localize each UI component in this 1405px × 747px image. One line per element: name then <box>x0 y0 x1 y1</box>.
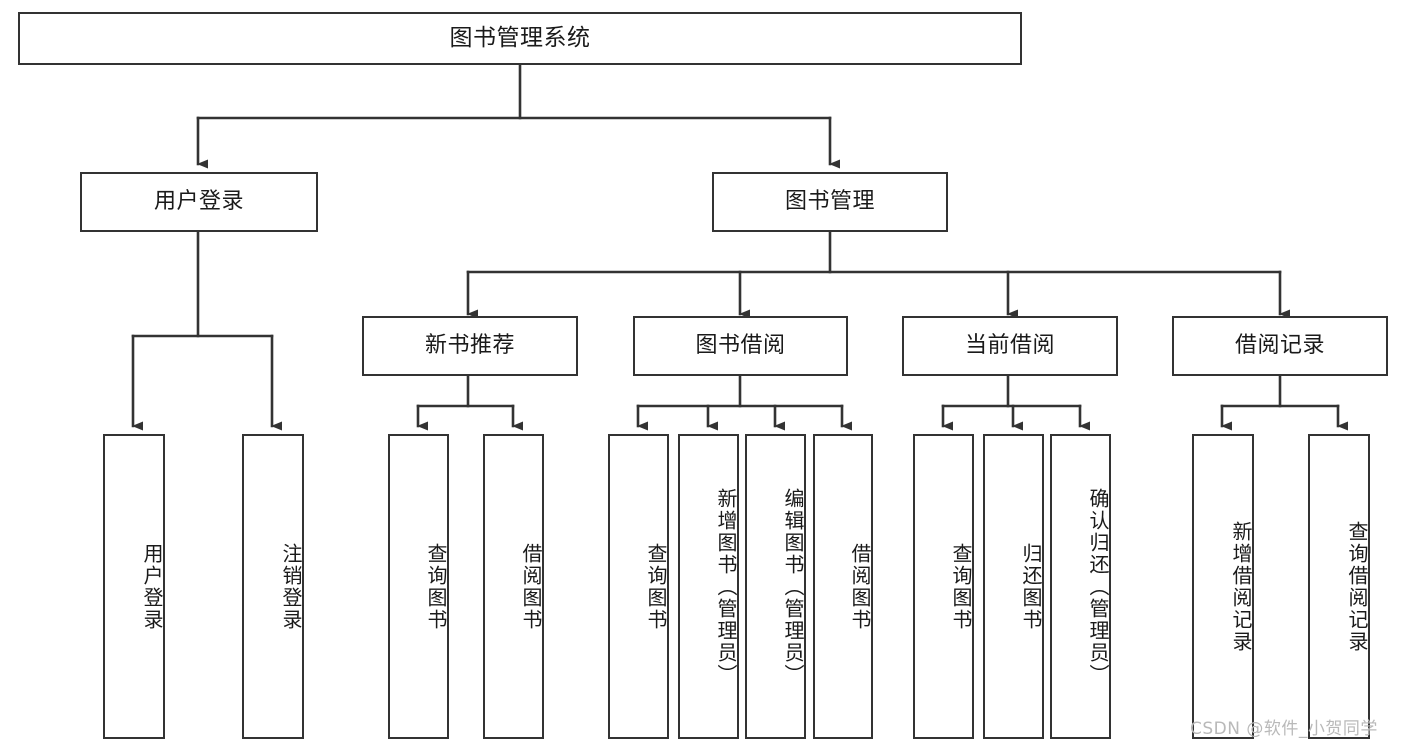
node-book-borrow[interactable]: 图书借阅 <box>633 316 848 376</box>
leaf-borrow-book-2[interactable]: 借阅图书 <box>813 434 873 739</box>
node-label: 查询图书 <box>424 542 448 631</box>
node-label: 借阅图书 <box>519 542 543 631</box>
node-label: 当前借阅 <box>964 333 1055 359</box>
node-label: 确认归还（管理员） <box>1086 487 1110 686</box>
node-label: 注销登录 <box>279 542 303 631</box>
node-label: 借阅记录 <box>1234 333 1325 359</box>
leaf-confirm-return-admin[interactable]: 确认归还（管理员） <box>1050 434 1111 739</box>
leaf-add-book-admin[interactable]: 新增图书（管理员） <box>678 434 739 739</box>
leaf-edit-book-admin[interactable]: 编辑图书（管理员） <box>745 434 806 739</box>
node-label: 查询借阅记录 <box>1345 520 1369 653</box>
leaf-query-borrow-record[interactable]: 查询借阅记录 <box>1308 434 1370 739</box>
leaf-borrow-book-1[interactable]: 借阅图书 <box>483 434 544 739</box>
node-label: 查询图书 <box>644 542 668 631</box>
leaf-query-book-1[interactable]: 查询图书 <box>388 434 449 739</box>
node-label: 图书管理系统 <box>449 24 591 51</box>
node-label: 借阅图书 <box>848 542 872 631</box>
node-label: 新增借阅记录 <box>1229 520 1253 653</box>
leaf-add-borrow-record[interactable]: 新增借阅记录 <box>1192 434 1254 739</box>
node-label: 新书推荐 <box>424 333 515 359</box>
node-label: 用户登录 <box>153 189 244 215</box>
leaf-query-book-2[interactable]: 查询图书 <box>608 434 669 739</box>
node-label: 归还图书 <box>1019 542 1043 631</box>
watermark: CSDN @软件_小贺同学 <box>1190 719 1378 739</box>
leaf-logout[interactable]: 注销登录 <box>242 434 304 739</box>
node-new-book-recommend[interactable]: 新书推荐 <box>362 316 578 376</box>
node-book-management[interactable]: 图书管理 <box>712 172 948 232</box>
leaf-user-login[interactable]: 用户登录 <box>103 434 165 739</box>
node-label: 查询图书 <box>949 542 973 631</box>
node-root-book-management-system[interactable]: 图书管理系统 <box>18 12 1022 65</box>
node-label: 新增图书（管理员） <box>714 487 738 686</box>
node-label: 图书管理 <box>784 189 875 215</box>
leaf-return-book[interactable]: 归还图书 <box>983 434 1044 739</box>
node-label: 用户登录 <box>140 542 164 631</box>
node-user-login[interactable]: 用户登录 <box>80 172 318 232</box>
leaf-query-book-3[interactable]: 查询图书 <box>913 434 974 739</box>
node-current-borrow[interactable]: 当前借阅 <box>902 316 1118 376</box>
node-borrow-record[interactable]: 借阅记录 <box>1172 316 1388 376</box>
node-label: 编辑图书（管理员） <box>781 487 805 686</box>
node-label: 图书借阅 <box>695 333 786 359</box>
